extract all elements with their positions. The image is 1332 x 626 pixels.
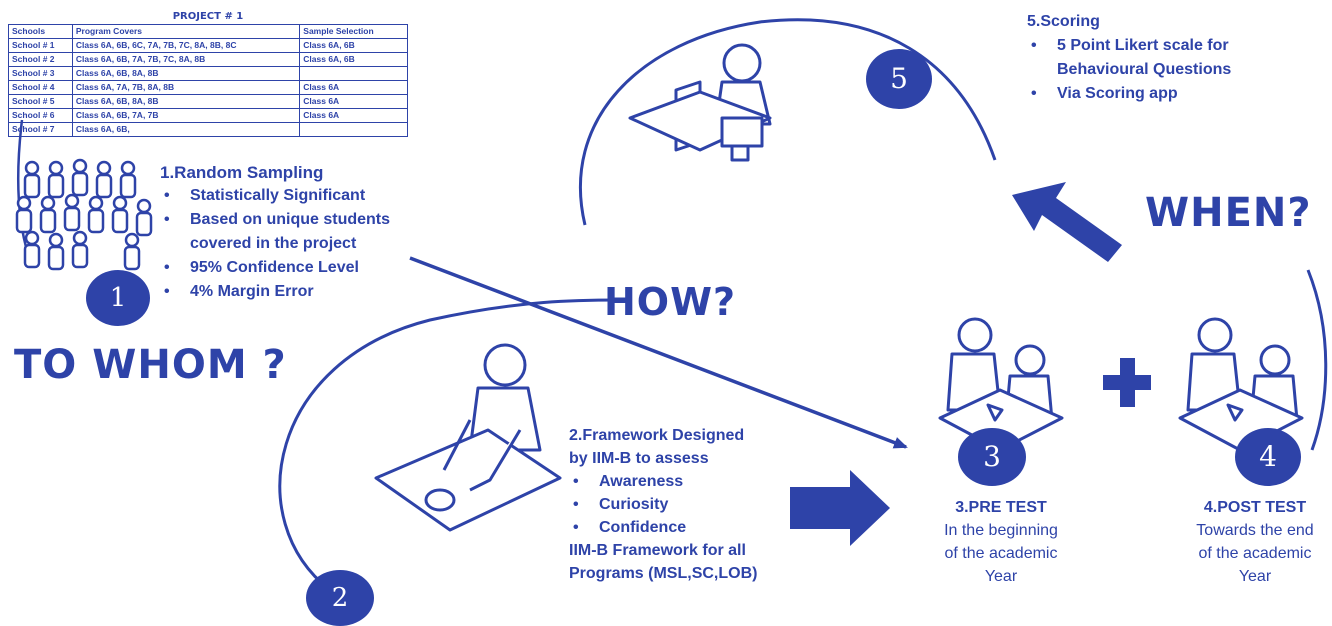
- step5-number-badge: 5: [866, 49, 932, 109]
- to-whom-heading: TO WHOM ?: [14, 342, 287, 388]
- step4-title: 4.POST TEST: [1203, 499, 1307, 516]
- table-row: School # 4 Class 6A, 7A, 7B, 8A, 8B Clas…: [8, 80, 408, 95]
- project-table-title: PROJECT # 1: [172, 11, 244, 22]
- step3-line: of the academic: [944, 545, 1058, 562]
- list-item: Confidence: [569, 516, 809, 539]
- crowd-icon: [15, 158, 153, 271]
- table-cell: Class 6A, 6B, 8A, 8B: [71, 66, 301, 81]
- table-header-cell: Schools: [8, 24, 73, 39]
- step5-bullets: 5 Point Likert scale for Behavioural Que…: [1027, 34, 1317, 106]
- table-cell: School # 6: [8, 108, 73, 123]
- step3-number-badge: 3: [958, 428, 1026, 486]
- step1-title: 1.Random Sampling: [160, 163, 324, 182]
- project-table: PROJECT # 1 Schools Program Covers Sampl…: [8, 10, 408, 137]
- plus-icon: [1103, 358, 1151, 407]
- table-header-row: Schools Program Covers Sample Selection: [8, 24, 408, 39]
- step3-title: 3.PRE TEST: [955, 499, 1047, 516]
- table-cell: Class 6A, 6B, 7A, 7B: [71, 108, 301, 123]
- big-upleft-arrow: [1012, 182, 1122, 262]
- table-cell: Class 6A, 6B, 8A, 8B: [71, 94, 301, 109]
- step2-footer-line1: IIM-B Framework for all: [569, 542, 746, 559]
- post-test-people-icon: [1178, 317, 1304, 452]
- step3-line: Year: [984, 568, 1018, 585]
- step1-number-badge: 1: [86, 270, 150, 326]
- table-cell: School # 4: [8, 80, 73, 95]
- table-header-cell: Program Covers: [71, 24, 301, 39]
- step2-bullets: Awareness Curiosity Confidence: [569, 470, 809, 539]
- step5-text: 5.Scoring 5 Point Likert scale for Behav…: [1027, 10, 1317, 106]
- step2-number-badge: 2: [306, 570, 374, 626]
- writing-person-icon: [374, 343, 562, 532]
- table-cell: Class 6A, 6B: [299, 38, 408, 53]
- table-row: School # 2 Class 6A, 6B, 7A, 7B, 7C, 8A,…: [8, 52, 408, 67]
- step2-title-line1: 2.Framework Designed: [569, 427, 745, 444]
- project-table-grid: Schools Program Covers Sample Selection …: [8, 24, 408, 137]
- cycle-arc-right: [1306, 269, 1328, 451]
- list-item: 95% Confidence Level: [160, 256, 460, 280]
- table-cell: Class 6A: [299, 108, 408, 123]
- table-cell: Class 6A, 6B, 7A, 7B, 7C, 8A, 8B: [71, 52, 301, 67]
- table-row: School # 3 Class 6A, 6B, 8A, 8B: [8, 66, 408, 81]
- pre-test-people-icon: [938, 317, 1064, 452]
- step4-line: Year: [1238, 568, 1272, 585]
- step4-number-badge: 4: [1235, 428, 1301, 486]
- table-cell: Class 6A, 6B: [299, 52, 408, 67]
- cycle-arc-bottom-left: [278, 298, 621, 592]
- table-cell: Class 6A, 7A, 7B, 8A, 8B: [71, 80, 301, 95]
- step2-footer-line2: Programs (MSL,SC,LOB): [569, 565, 758, 582]
- step3-line: In the beginning: [944, 522, 1058, 539]
- computer-user-icon: [628, 43, 772, 162]
- list-item: Awareness: [569, 470, 809, 493]
- table-cell: Class 6A: [299, 94, 408, 109]
- list-item: 5 Point Likert scale for Behavioural Que…: [1027, 34, 1297, 82]
- table-cell: [299, 122, 408, 137]
- step5-title: 5.Scoring: [1027, 13, 1100, 30]
- table-cell: School # 3: [8, 66, 73, 81]
- step4-text: 4.POST TEST Towards the end of the acade…: [1180, 496, 1330, 588]
- table-cell: School # 1: [8, 38, 73, 53]
- list-item: Based on unique students covered in the …: [160, 208, 450, 256]
- big-right-arrow: [790, 470, 890, 546]
- table-row: School # 7 Class 6A, 6B,: [8, 122, 408, 137]
- table-row: School # 6 Class 6A, 6B, 7A, 7B Class 6A: [8, 108, 408, 123]
- table-row: School # 5 Class 6A, 6B, 8A, 8B Class 6A: [8, 94, 408, 109]
- table-cell: Class 6A: [299, 80, 408, 95]
- step1-bullets: Statistically Significant Based on uniqu…: [160, 184, 460, 304]
- table-cell: Class 6A, 6B,: [71, 122, 301, 137]
- step1-text: 1.Random Sampling Statistically Signific…: [160, 161, 460, 304]
- diagonal-arrow-1-to-3: [409, 256, 908, 449]
- table-cell: Class 6A, 6B, 6C, 7A, 7B, 7C, 8A, 8B, 8C: [71, 38, 301, 53]
- list-item: Via Scoring app: [1027, 82, 1317, 106]
- how-heading: HOW?: [604, 280, 737, 324]
- table-cell: School # 2: [8, 52, 73, 67]
- table-cell: School # 7: [8, 122, 73, 137]
- step4-line: Towards the end: [1196, 522, 1314, 539]
- list-item: Curiosity: [569, 493, 809, 516]
- when-heading: WHEN?: [1145, 190, 1312, 236]
- step4-line: of the academic: [1198, 545, 1312, 562]
- step3-text: 3.PRE TEST In the beginning of the acade…: [906, 496, 1096, 588]
- table-header-cell: Sample Selection: [299, 24, 408, 39]
- cycle-arc-top: [579, 18, 997, 226]
- table-cell: School # 5: [8, 94, 73, 109]
- list-item: Statistically Significant: [160, 184, 460, 208]
- table-cell: [299, 66, 408, 81]
- step2-text: 2.Framework Designed by IIM-B to assess …: [569, 424, 809, 585]
- step2-title-line2: by IIM-B to assess: [569, 450, 709, 467]
- table-row: School # 1 Class 6A, 6B, 6C, 7A, 7B, 7C,…: [8, 38, 408, 53]
- list-item: 4% Margin Error: [160, 280, 460, 304]
